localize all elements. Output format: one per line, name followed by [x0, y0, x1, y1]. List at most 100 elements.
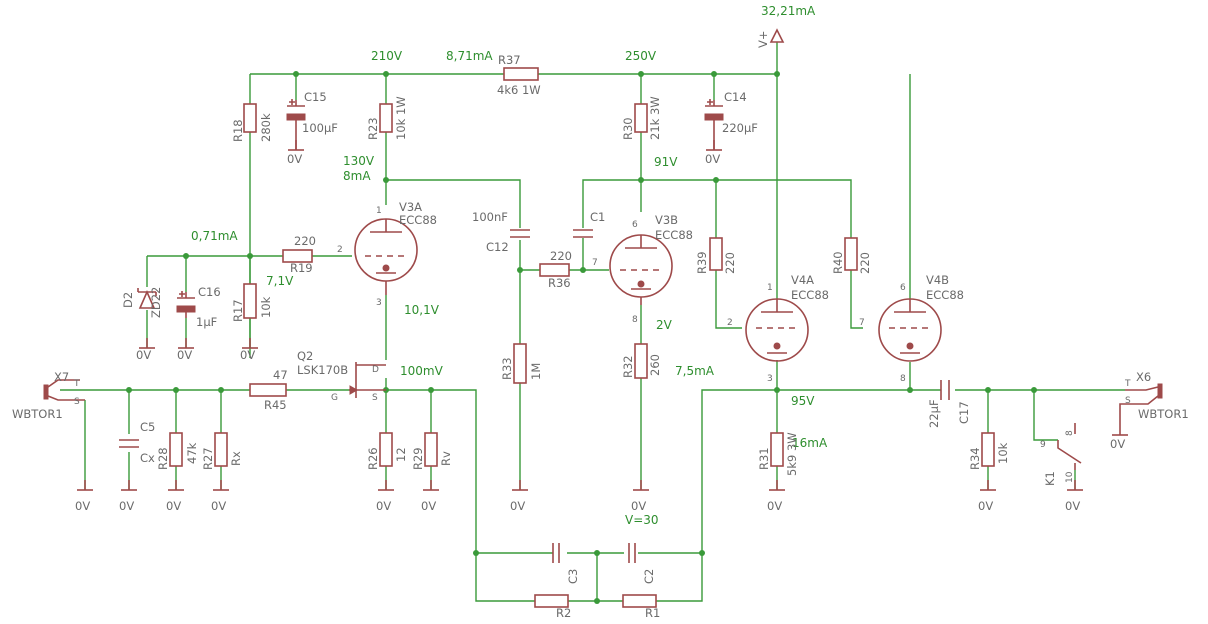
- svg-text:ECC88: ECC88: [655, 228, 693, 242]
- svg-text:8: 8: [1065, 430, 1075, 436]
- resistors-horizontal: [249, 67, 657, 608]
- svg-text:100nF: 100nF: [472, 210, 508, 224]
- svg-text:0V: 0V: [287, 152, 302, 166]
- label-91v: 91V: [654, 155, 678, 169]
- label-71v: 7,1V: [266, 274, 294, 288]
- svg-text:R28: R28: [156, 447, 170, 470]
- svg-text:V3B: V3B: [655, 213, 678, 227]
- svg-text:Rx: Rx: [229, 451, 243, 466]
- svg-text:1µF: 1µF: [196, 315, 217, 329]
- svg-text:220µF: 220µF: [722, 121, 758, 135]
- svg-text:0V: 0V: [631, 499, 646, 513]
- svg-text:LSK170B: LSK170B: [297, 363, 348, 377]
- svg-text:WBTOR1: WBTOR1: [1138, 407, 1189, 421]
- svg-text:5k9 3W: 5k9 3W: [785, 432, 799, 476]
- svg-text:C15: C15: [304, 90, 327, 104]
- net-labels: 32,21mA 210V 8,71mA 250V 130V 8mA 91V 0,…: [191, 4, 828, 527]
- svg-text:0V: 0V: [75, 499, 90, 513]
- svg-text:R36: R36: [548, 276, 571, 290]
- label-2v: 2V: [656, 318, 673, 332]
- svg-text:9: 9: [1040, 440, 1046, 450]
- svg-text:G: G: [331, 393, 338, 403]
- svg-text:ZD22: ZD22: [149, 287, 163, 318]
- svg-text:Q2: Q2: [297, 349, 313, 363]
- label-8ma: 8mA: [343, 169, 371, 183]
- svg-text:ECC88: ECC88: [399, 213, 437, 227]
- electrolytic-caps: [176, 99, 724, 318]
- svg-text:T: T: [73, 379, 80, 389]
- svg-text:0V: 0V: [177, 348, 192, 362]
- svg-text:1M: 1M: [529, 363, 543, 380]
- svg-text:1: 1: [376, 206, 382, 216]
- svg-text:0V: 0V: [705, 152, 720, 166]
- film-caps: [119, 229, 950, 563]
- svg-text:C17: C17: [957, 401, 971, 424]
- svg-text:10k: 10k: [996, 442, 1010, 464]
- svg-text:2: 2: [337, 245, 343, 255]
- svg-text:0V: 0V: [421, 499, 436, 513]
- svg-text:47k: 47k: [185, 442, 199, 464]
- svg-text:K1: K1: [1043, 471, 1057, 486]
- svg-text:220: 220: [858, 252, 872, 274]
- svg-text:Cx: Cx: [140, 451, 155, 465]
- svg-text:R23: R23: [366, 117, 380, 140]
- connector-x6: [1119, 383, 1163, 425]
- svg-text:0V: 0V: [211, 499, 226, 513]
- label-071ma: 0,71mA: [191, 229, 238, 243]
- svg-text:R37: R37: [498, 53, 521, 67]
- label-supply-current: 32,21mA: [761, 4, 816, 18]
- tube-v3a: [354, 218, 418, 295]
- svg-text:Rv: Rv: [439, 451, 453, 466]
- svg-text:D: D: [372, 365, 379, 375]
- svg-text:3: 3: [767, 374, 773, 384]
- svg-text:1: 1: [767, 283, 773, 293]
- svg-text:21k 3W: 21k 3W: [648, 96, 662, 140]
- tube-v4a: [745, 298, 809, 362]
- svg-text:0V: 0V: [510, 499, 525, 513]
- svg-text:T: T: [1124, 379, 1131, 389]
- svg-text:X7: X7: [54, 370, 69, 384]
- svg-text:S: S: [1125, 396, 1131, 406]
- svg-text:6: 6: [900, 283, 906, 293]
- svg-text:R34: R34: [968, 447, 982, 470]
- svg-text:C16: C16: [198, 285, 221, 299]
- tube-v3b: [609, 234, 673, 305]
- svg-text:7: 7: [859, 318, 865, 328]
- svg-text:0V: 0V: [166, 499, 181, 513]
- vplus-symbol: V+: [756, 28, 785, 48]
- svg-text:47: 47: [273, 368, 288, 382]
- label-16ma: 16mA: [792, 436, 828, 450]
- label-210v: 210V: [371, 49, 403, 63]
- svg-text:0V: 0V: [119, 499, 134, 513]
- svg-text:C2: C2: [642, 569, 656, 584]
- svg-text:R18: R18: [231, 119, 245, 142]
- svg-text:220: 220: [723, 252, 737, 274]
- svg-text:R30: R30: [621, 117, 635, 140]
- svg-text:0V: 0V: [767, 499, 782, 513]
- svg-text:10: 10: [1065, 471, 1075, 483]
- svg-text:R17: R17: [231, 299, 245, 322]
- svg-text:260: 260: [648, 354, 662, 376]
- svg-text:R33: R33: [500, 357, 514, 380]
- label-101v: 10,1V: [404, 303, 440, 317]
- svg-text:0V: 0V: [978, 499, 993, 513]
- svg-text:6: 6: [632, 220, 638, 230]
- svg-text:V4B: V4B: [926, 273, 949, 287]
- svg-text:V4A: V4A: [791, 273, 814, 287]
- jfet-q2: [349, 362, 386, 398]
- svg-text:WBTOR1: WBTOR1: [12, 407, 63, 421]
- svg-text:10k: 10k: [259, 296, 273, 318]
- svg-text:X6: X6: [1136, 370, 1151, 384]
- svg-text:C14: C14: [724, 90, 747, 104]
- label-95v: 95V: [791, 394, 815, 408]
- svg-text:0V: 0V: [240, 348, 255, 362]
- relay-k1: [1057, 423, 1082, 470]
- resistors-vertical: [169, 103, 995, 467]
- label-v30: V=30: [625, 513, 659, 527]
- svg-text:ECC88: ECC88: [926, 288, 964, 302]
- svg-text:12: 12: [394, 447, 408, 462]
- svg-text:R1: R1: [645, 606, 660, 620]
- label-871ma: 8,71mA: [446, 49, 493, 63]
- svg-text:V3A: V3A: [399, 200, 422, 214]
